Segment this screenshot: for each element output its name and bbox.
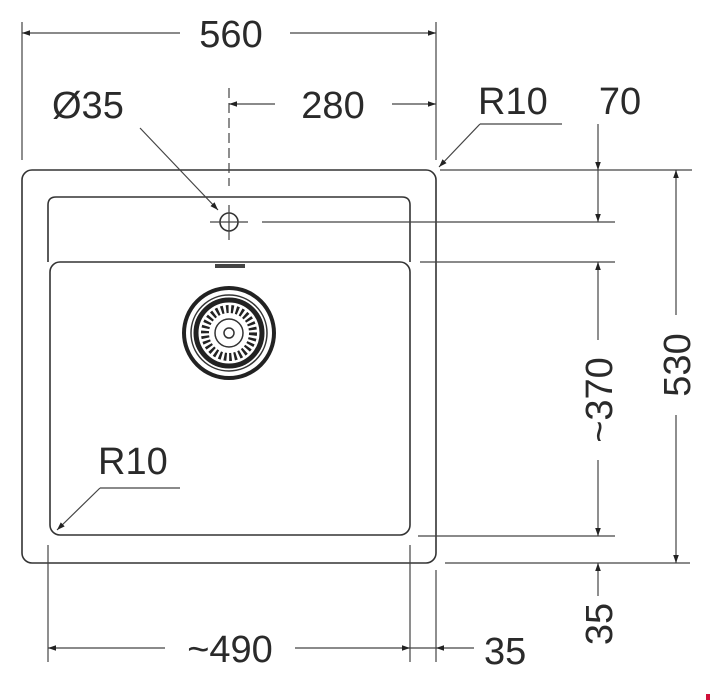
dimension-label: ~490	[187, 629, 273, 671]
dimension-label: 530	[657, 333, 699, 396]
dimension-label: R10	[478, 81, 548, 123]
dimension-label: R10	[98, 441, 168, 483]
dimension-bowl-radius: R10	[56, 441, 180, 531]
dimension-bowl-depth: ~370	[579, 262, 621, 536]
tap-hole-icon	[210, 205, 248, 240]
dimension-label: 280	[301, 85, 364, 127]
dimension-overall-width: 560	[22, 14, 436, 56]
dimension-tap-offset: 280	[229, 85, 436, 127]
dimension-overall-depth: 530	[657, 170, 699, 563]
dimension-bowl-width: ~490	[48, 629, 410, 671]
dimension-outer-radius: R10	[438, 81, 562, 168]
dimension-label: Ø35	[52, 85, 124, 127]
dimension-side-margin: 35	[410, 631, 526, 673]
dimension-label: 70	[599, 81, 641, 123]
dimension-tap-hole: Ø35	[52, 85, 219, 211]
dimension-label: 35	[484, 631, 526, 673]
corner-mark	[706, 694, 710, 700]
dimension-label: 560	[199, 14, 262, 56]
dimension-label: 35	[579, 603, 621, 645]
dimension-label: ~370	[579, 357, 621, 443]
dimension-bottom-margin: 35	[579, 563, 621, 645]
dimension-top-margin: 70	[595, 81, 641, 222]
drain-strainer-icon	[182, 286, 276, 380]
